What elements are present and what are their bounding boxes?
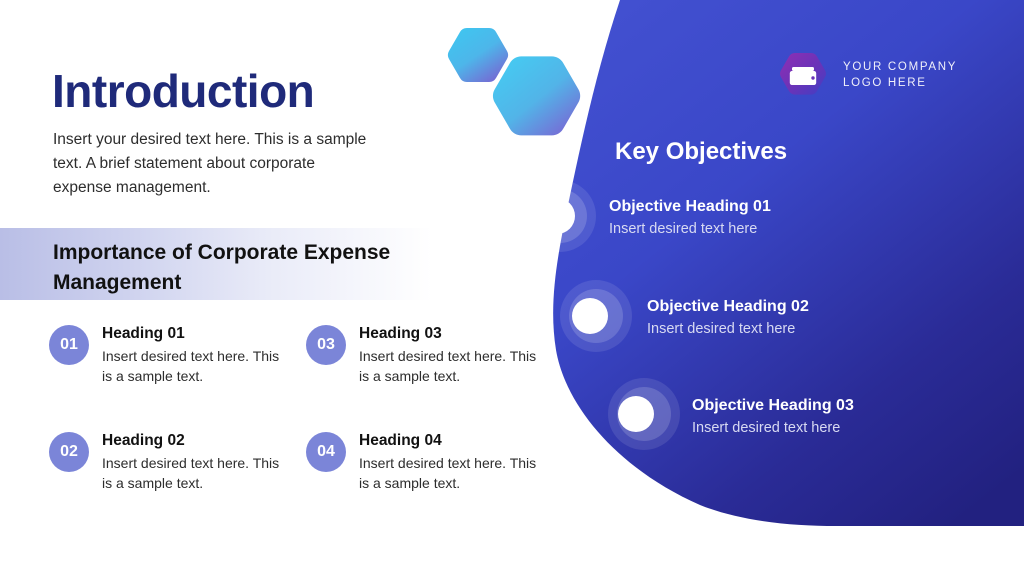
logo-line-2: LOGO HERE <box>843 77 927 89</box>
item-description: Insert desired text here. This is a samp… <box>102 348 280 384</box>
key-objectives-title: Key Objectives <box>615 138 788 165</box>
company-logo[interactable]: YOUR COMPANY LOGO HERE <box>777 47 957 103</box>
logo-line-1: YOUR COMPANY <box>843 61 958 73</box>
list-item[interactable]: 01 Heading 01 Insert desired text here. … <box>49 322 287 386</box>
item-heading: Heading 04 <box>359 432 442 449</box>
objective-item[interactable]: Objective Heading 01 Insert desired text… <box>609 196 771 239</box>
item-heading: Heading 03 <box>359 325 442 342</box>
objective-subtext: Insert desired text here <box>609 221 758 237</box>
page-title: Introduction <box>52 65 315 117</box>
item-description: Insert desired text here. This is a samp… <box>359 455 537 491</box>
list-item[interactable]: 03 Heading 03 Insert desired text here. … <box>306 322 544 386</box>
section-heading-band <box>0 228 432 300</box>
item-heading: Heading 01 <box>102 325 185 342</box>
wallet-icon <box>777 47 829 103</box>
item-number-badge: 01 <box>49 325 89 365</box>
objective-item[interactable]: Objective Heading 02 Insert desired text… <box>647 296 809 339</box>
objective-marker-1 <box>524 180 596 252</box>
section-heading: Importance of Corporate Expense Manageme… <box>53 241 391 294</box>
objective-marker-3 <box>608 378 680 450</box>
logo-text: YOUR COMPANY LOGO HERE <box>843 59 957 91</box>
objective-heading: Objective Heading 03 <box>692 397 854 414</box>
item-number-badge: 02 <box>49 432 89 472</box>
objective-item[interactable]: Objective Heading 03 Insert desired text… <box>692 395 854 438</box>
objective-subtext: Insert desired text here <box>647 321 796 337</box>
intro-paragraph: Insert your desired text here. This is a… <box>53 131 367 196</box>
objective-heading: Objective Heading 02 <box>647 298 809 315</box>
item-number-badge: 04 <box>306 432 346 472</box>
objective-subtext: Insert desired text here <box>692 420 841 436</box>
objective-heading: Objective Heading 01 <box>609 198 771 215</box>
item-description: Insert desired text here. This is a samp… <box>359 348 537 384</box>
list-item[interactable]: 04 Heading 04 Insert desired text here. … <box>306 429 544 493</box>
item-number-badge: 03 <box>306 325 346 365</box>
list-item[interactable]: 02 Heading 02 Insert desired text here. … <box>49 429 287 493</box>
item-description: Insert desired text here. This is a samp… <box>102 455 280 491</box>
item-heading: Heading 02 <box>102 432 185 449</box>
objective-marker-2 <box>560 280 632 352</box>
